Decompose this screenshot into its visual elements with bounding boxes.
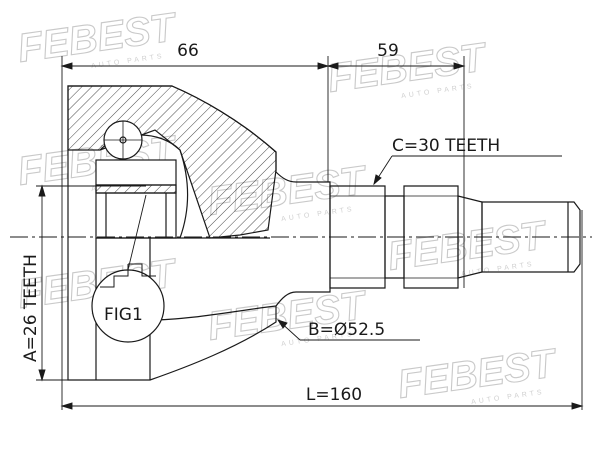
dim-housing-length: 66 bbox=[177, 41, 199, 61]
dim-outer-teeth: C=30 TEETH bbox=[392, 136, 500, 156]
dim-inner-teeth: A=26 TEETH bbox=[21, 254, 41, 362]
inner-race bbox=[95, 159, 177, 239]
fig1-label: FIG1 bbox=[104, 305, 143, 325]
dimension-lines bbox=[36, 56, 584, 410]
shaft-neck bbox=[403, 185, 459, 289]
dim-shaft-length: 59 bbox=[377, 41, 399, 61]
shaft-spline bbox=[329, 185, 386, 289]
dim-outer-diameter: B=Ø52.5 bbox=[308, 320, 385, 340]
shaft-thread-end bbox=[481, 201, 581, 273]
dim-total-length: L=160 bbox=[306, 385, 362, 405]
part-outline bbox=[67, 85, 581, 381]
